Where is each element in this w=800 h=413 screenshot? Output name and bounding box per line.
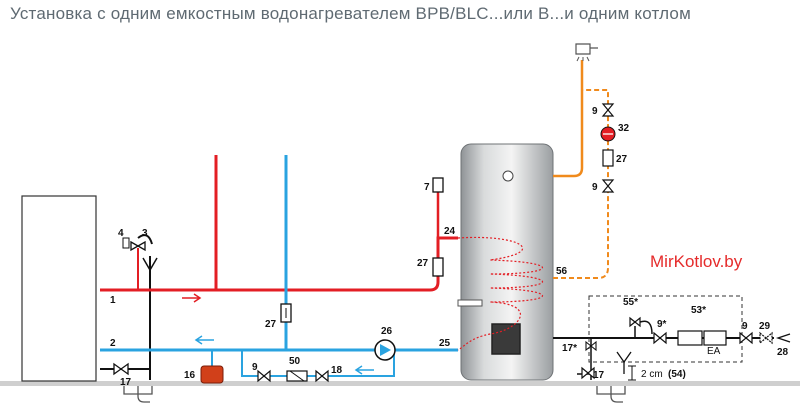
funnel-cold xyxy=(616,351,632,374)
flow-arrow-supply xyxy=(182,293,202,303)
check-valve-supply xyxy=(432,257,444,277)
safety-valve-55 xyxy=(629,316,641,328)
label-3: 3 xyxy=(142,228,148,239)
label-1: 1 xyxy=(110,295,116,306)
shutoff-valve-9-bypass xyxy=(257,369,271,383)
label-17-cold: 17 xyxy=(593,370,605,381)
safety-valve xyxy=(130,240,146,252)
floor xyxy=(0,381,800,386)
flow-arrow-return xyxy=(194,335,214,345)
pump-arrow xyxy=(380,344,391,356)
ea-box xyxy=(703,330,727,346)
label-2: 2 xyxy=(110,338,116,349)
cold-water-pipe xyxy=(100,256,151,380)
label-9-mid: 9 xyxy=(592,182,598,193)
flow-arrow-bypass xyxy=(354,365,374,375)
boiler xyxy=(21,195,97,382)
drain-valve-17-star xyxy=(585,340,597,352)
dimension-text: 2 cm xyxy=(641,369,663,380)
label-17: 17 xyxy=(120,377,132,388)
shutoff-valve-9-top xyxy=(601,103,615,117)
label-17-star: 17* xyxy=(562,343,577,354)
watermark: MirKotlov.by xyxy=(650,252,743,271)
label-ea: EA xyxy=(707,346,721,357)
expansion-vessel xyxy=(200,365,224,384)
label-9-inlet: 9 xyxy=(742,321,748,332)
shutoff-valve-9-inlet xyxy=(739,331,753,345)
label-29: 29 xyxy=(759,321,771,332)
check-valve-recirc xyxy=(602,149,614,167)
safety-valve-vent xyxy=(137,234,153,245)
drain-valve-17-cold xyxy=(581,366,595,380)
shutoff-valve-9-star xyxy=(653,331,667,345)
dhw-tank xyxy=(460,143,554,381)
tank-sensor-well xyxy=(457,299,483,307)
shutoff-valve-9-mid xyxy=(601,179,615,193)
label-25: 25 xyxy=(439,338,451,349)
label-53: 53* xyxy=(691,305,706,316)
drain-valve-17 xyxy=(113,362,129,376)
shower-head xyxy=(575,43,598,55)
label-26: 26 xyxy=(381,326,393,337)
label-56: 56 xyxy=(556,266,568,277)
label-9-star: 9* xyxy=(657,319,667,330)
label-7: 7 xyxy=(424,182,430,193)
safety-valve-55-link xyxy=(634,320,653,338)
cold-inlet-arrow xyxy=(775,333,791,343)
shutoff-valve-18 xyxy=(315,369,329,383)
heating-coil xyxy=(457,236,543,351)
label-16: 16 xyxy=(184,370,196,381)
safety-group-box xyxy=(588,295,743,363)
label-28: 28 xyxy=(777,347,789,358)
label-27-supply: 27 xyxy=(417,258,429,269)
drain-right xyxy=(596,386,626,403)
supply-pipe xyxy=(100,236,458,292)
label-55: 55* xyxy=(623,297,638,308)
manometer xyxy=(122,237,130,249)
valve-29 xyxy=(759,331,773,345)
label-50: 50 xyxy=(289,356,301,367)
shower-drops xyxy=(576,56,590,62)
label-24: 24 xyxy=(444,226,456,237)
label-18: 18 xyxy=(331,365,343,376)
recirculation-pipe xyxy=(553,89,609,279)
label-27-recirc: 27 xyxy=(616,154,628,165)
label-4: 4 xyxy=(118,228,124,239)
tank-thermometer xyxy=(502,170,514,182)
air-vent xyxy=(432,177,444,193)
check-valve-53 xyxy=(677,330,703,346)
label-9-bypass: 9 xyxy=(252,362,258,373)
drain-left xyxy=(123,386,153,403)
dimension-line xyxy=(628,365,636,381)
label-9-top: 9 xyxy=(592,106,598,117)
dhw-outlet-pipe xyxy=(553,60,584,178)
dimension-ref: (54) xyxy=(668,369,686,380)
label-32: 32 xyxy=(618,123,630,134)
diagram-title: Установка с одним емкостным водонагреват… xyxy=(10,4,691,23)
label-27-return: 27 xyxy=(265,319,277,330)
funnel xyxy=(142,257,158,282)
tank-flange xyxy=(491,323,521,355)
strainer-50-mark xyxy=(289,370,305,382)
